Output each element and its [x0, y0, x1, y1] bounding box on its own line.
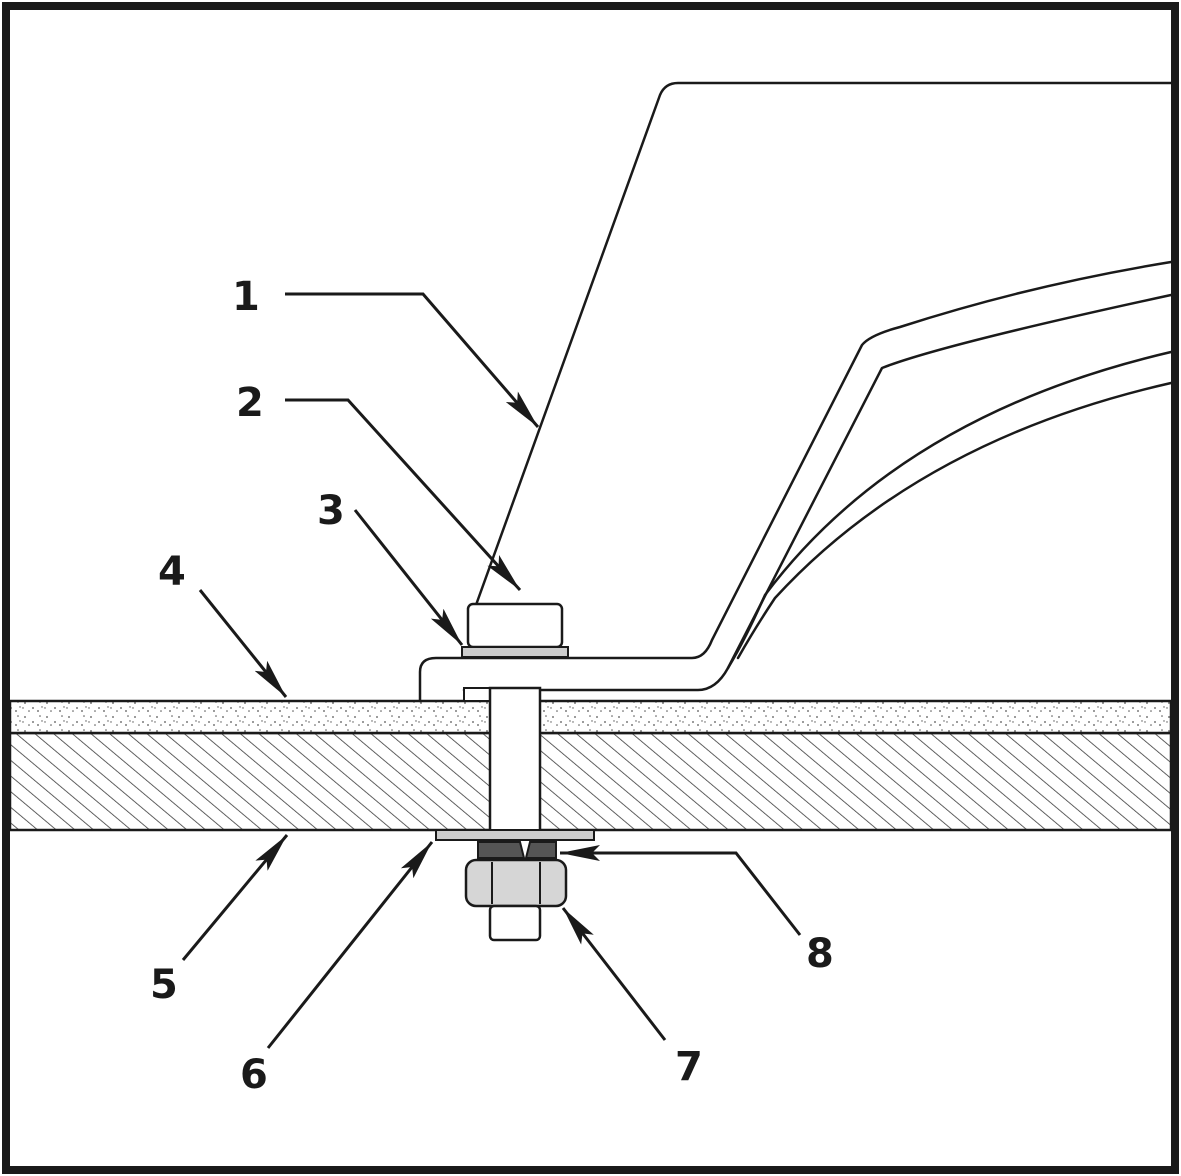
callout-4: 4 — [158, 549, 186, 595]
machine-casing — [474, 81, 1173, 607]
leader-6 — [266, 841, 434, 1049]
upper-washer — [461, 646, 569, 658]
leader-8 — [560, 845, 802, 936]
hex-nut — [464, 858, 568, 908]
callout-3: 3 — [317, 488, 345, 534]
anchor-bolt-shank — [488, 686, 542, 835]
callout-5: 5 — [150, 962, 178, 1008]
callout-8: 8 — [806, 931, 834, 977]
leader-1 — [285, 292, 540, 428]
callout-1: 1 — [232, 274, 260, 320]
base-flange — [418, 260, 1173, 703]
base-slab — [8, 731, 1173, 832]
leader-2 — [285, 398, 522, 592]
leader-5 — [181, 834, 289, 961]
bolt-end — [488, 904, 542, 942]
spring-washer-right — [524, 841, 557, 859]
bolt-head — [466, 602, 564, 649]
callout-2: 2 — [236, 380, 264, 426]
leader-7 — [561, 907, 667, 1041]
rib-curve-outer — [726, 350, 1173, 670]
callout-7: 7 — [675, 1044, 703, 1090]
spring-washer — [477, 841, 526, 859]
leader-3 — [353, 509, 464, 646]
rib-curve-inner — [736, 381, 1173, 660]
leader-4 — [198, 589, 288, 698]
flat-washer — [435, 829, 595, 841]
grout-layer — [8, 699, 1173, 735]
callout-6: 6 — [240, 1052, 268, 1098]
flange-step — [463, 687, 493, 702]
base-flange-underside — [462, 293, 1173, 692]
